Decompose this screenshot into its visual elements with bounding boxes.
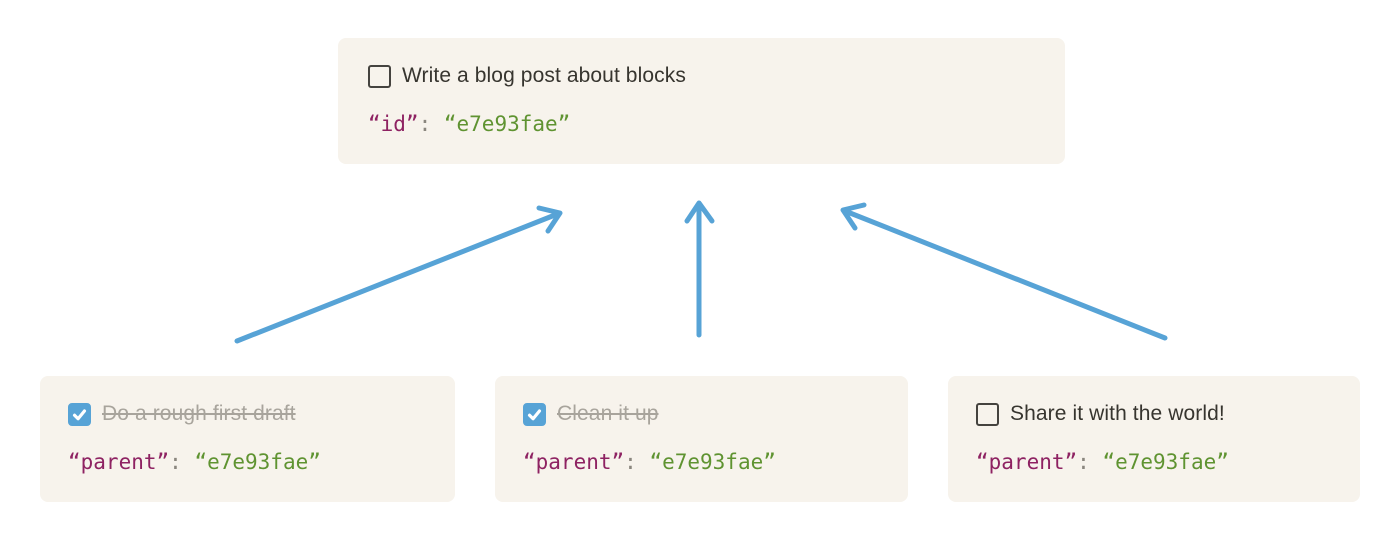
task-row: Share it with the world! — [976, 400, 1332, 428]
code-line: “parent”: “e7e93fae” — [523, 448, 880, 476]
code-line: “parent”: “e7e93fae” — [976, 448, 1332, 476]
checkbox[interactable] — [68, 402, 91, 426]
child-task-card-clean-up: Clean it up “parent”: “e7e93fae” — [495, 376, 908, 502]
code-value: “e7e93fae” — [649, 450, 776, 474]
child-task-card-first-draft: Do a rough first draft “parent”: “e7e93f… — [40, 376, 455, 502]
task-label: Write a blog post about blocks — [402, 64, 686, 87]
code-key: “parent” — [523, 450, 625, 474]
task-label: Share it with the world! — [1010, 402, 1225, 425]
code-value: “e7e93fae” — [1102, 450, 1229, 474]
code-key: “parent” — [68, 450, 170, 474]
task-label: Do a rough first draft — [102, 402, 296, 425]
code-separator: : — [624, 450, 650, 474]
code-key: “id” — [368, 112, 419, 136]
checkbox[interactable] — [976, 402, 999, 426]
task-row: Do a rough first draft — [68, 400, 427, 428]
code-value: “e7e93fae” — [194, 450, 321, 474]
code-key: “parent” — [976, 450, 1078, 474]
code-separator: : — [418, 112, 444, 136]
code-separator: : — [169, 450, 195, 474]
parent-task-card: Write a blog post about blocks “id”: “e7… — [338, 38, 1065, 164]
arrow-right-child-to-parent-icon — [840, 202, 1168, 341]
task-row: Clean it up — [523, 400, 880, 428]
task-row: Write a blog post about blocks — [368, 62, 1037, 90]
code-line: “id”: “e7e93fae” — [368, 110, 1037, 138]
checkmark-icon — [72, 408, 87, 420]
code-value: “e7e93fae” — [443, 112, 571, 136]
code-line: “parent”: “e7e93fae” — [68, 448, 427, 476]
arrow-middle-child-to-parent-icon — [684, 200, 715, 338]
checkbox[interactable] — [523, 402, 546, 426]
code-separator: : — [1077, 450, 1103, 474]
checkbox[interactable] — [368, 64, 391, 88]
checkmark-icon — [527, 408, 542, 420]
task-label: Clean it up — [557, 402, 659, 425]
child-task-card-share: Share it with the world! “parent”: “e7e9… — [948, 376, 1360, 502]
arrow-left-child-to-parent-icon — [234, 205, 563, 344]
